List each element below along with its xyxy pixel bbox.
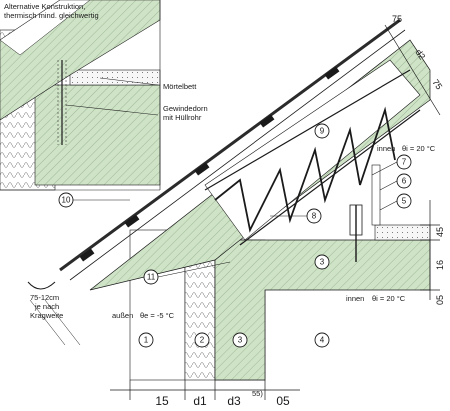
svg-text:1: 1: [144, 336, 149, 345]
dim-top-d2: d2: [413, 47, 427, 61]
dim-top-75-b: 75: [430, 77, 444, 91]
label-mortar-bed: Mörtelbett: [163, 82, 197, 91]
inset-note-line2: thermisch mind. gleichwertig: [4, 11, 99, 20]
svg-text:7: 7: [402, 158, 407, 167]
theta-e: θe = -5 °C: [140, 311, 175, 320]
eaves-note-line2: je nach: [34, 302, 59, 311]
dim-bottom-d3: d3: [227, 394, 241, 408]
eaves-note-line1: 75-12cm: [30, 293, 59, 302]
dim-top-75-a: 75: [392, 14, 402, 24]
dim-right-05: 05: [435, 295, 445, 305]
svg-text:9: 9: [320, 127, 325, 136]
callout-leaders: [73, 161, 398, 278]
callout-3-upper: 3: [314, 254, 330, 270]
inside-label-lower: innen: [346, 294, 364, 303]
svg-text:2: 2: [200, 336, 205, 345]
outside-label: außen: [112, 311, 133, 320]
callout-3-lower: 3: [232, 332, 248, 348]
eaves-note-line3: Kragweite: [30, 311, 63, 320]
svg-text:5: 5: [402, 197, 407, 206]
callout-7: 7: [396, 154, 412, 170]
callout-9: 9: [314, 123, 330, 139]
callout-10: 10: [58, 192, 74, 208]
callout-11: 11: [143, 269, 159, 285]
label-dowel-line2: mit Hüllrohr: [163, 113, 202, 122]
inner-cladding: [371, 164, 381, 226]
theta-i-lower: θi = 20 °C: [372, 294, 406, 303]
svg-text:10: 10: [62, 196, 71, 205]
roof-slab: [89, 39, 431, 291]
dim-right-45: 45: [435, 227, 445, 237]
callout-1: 1: [138, 332, 154, 348]
theta-i-upper: θi = 20 °C: [402, 144, 436, 153]
dimension-lines: [110, 24, 441, 400]
callout-8: 8: [306, 208, 322, 224]
callout-4: 4: [314, 332, 330, 348]
dim-bottom-05: 05: [276, 394, 290, 408]
svg-text:11: 11: [147, 273, 156, 282]
inset-panel: [0, 0, 161, 191]
callout-5: 5: [396, 193, 412, 209]
dim-bottom-d1: d1: [193, 394, 207, 408]
dim-right-16: 16: [435, 260, 445, 270]
callouts: 1 2 3 4 5 6 7 8 9 10 11 3: [58, 123, 412, 348]
inside-label-upper: innen: [377, 144, 395, 153]
svg-text:4: 4: [320, 336, 325, 345]
label-dowel-line1: Gewindedorn: [163, 104, 208, 113]
callout-2: 2: [194, 332, 210, 348]
inset-note-line1: Alternative Konstruktion,: [4, 2, 85, 11]
svg-text:3: 3: [238, 336, 243, 345]
callout-6: 6: [396, 173, 412, 189]
svg-text:8: 8: [312, 212, 317, 221]
roof-covering: [27, 18, 406, 290]
svg-text:6: 6: [402, 177, 407, 186]
svg-text:3: 3: [320, 258, 325, 267]
dim-bottom-15: 15: [155, 394, 169, 408]
dim-bottom-note: 55): [252, 389, 263, 398]
